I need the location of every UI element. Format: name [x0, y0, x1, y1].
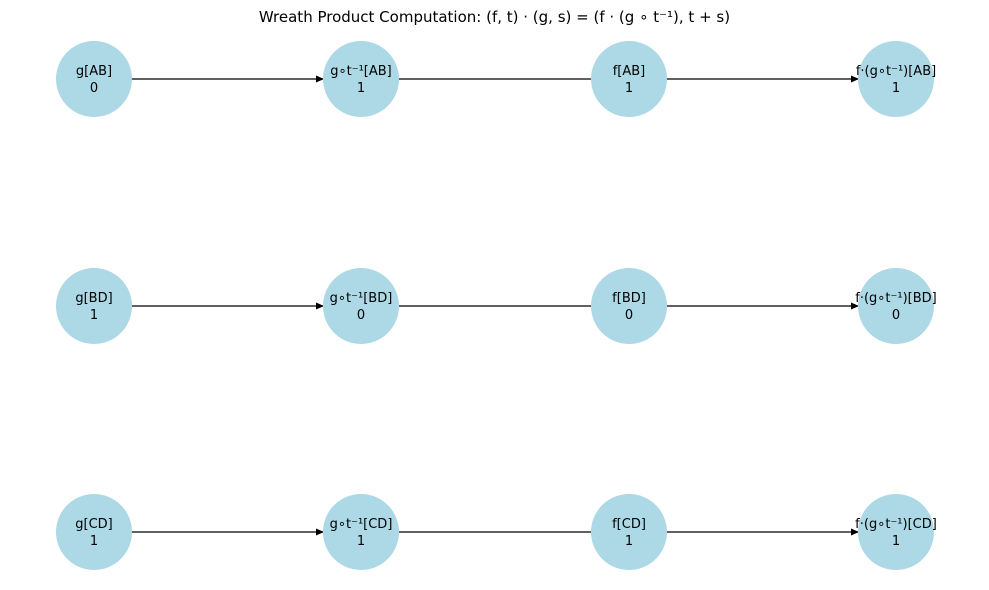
node-circle	[56, 41, 132, 117]
node-label: f[AB]	[613, 64, 646, 79]
node-label: f[BD]	[612, 291, 646, 306]
nodes-layer: g[AB]0g∘t⁻¹[AB]1f[AB]1f·(g∘t⁻¹)[AB]1g[BD…	[56, 41, 937, 570]
node-label: f·(g∘t⁻¹)[BD]	[855, 291, 937, 306]
node-label: g[AB]	[76, 64, 112, 79]
node-label: f[CD]	[612, 517, 646, 532]
node-value: 1	[90, 534, 98, 549]
node-label: g∘t⁻¹[BD]	[330, 291, 393, 306]
node-row2-col2: f[CD] 1	[591, 494, 667, 570]
node-circle	[323, 494, 399, 570]
node-value: 1	[892, 81, 900, 96]
node-row1-col3: f·(g∘t⁻¹)[BD] 0	[855, 268, 937, 344]
node-row0-col2: f[AB] 1	[591, 41, 667, 117]
node-circle	[323, 41, 399, 117]
node-label: g[CD]	[75, 517, 112, 532]
node-value: 0	[357, 308, 365, 323]
node-row0-col0: g[AB] 0	[56, 41, 132, 117]
node-circle	[323, 268, 399, 344]
node-row1-col2: f[BD] 0	[591, 268, 667, 344]
node-value: 1	[90, 308, 98, 323]
node-row1-col0: g[BD] 1	[56, 268, 132, 344]
node-circle	[591, 494, 667, 570]
edges-layer	[132, 75, 859, 536]
node-label: g∘t⁻¹[AB]	[330, 64, 392, 79]
node-circle	[858, 268, 934, 344]
node-value: 1	[357, 81, 365, 96]
node-circle	[56, 268, 132, 344]
node-label: g∘t⁻¹[CD]	[330, 517, 393, 532]
node-label: g[BD]	[75, 291, 112, 306]
diagram-title: Wreath Product Computation: (f, t) · (g,…	[258, 8, 731, 26]
node-row2-col3: f·(g∘t⁻¹)[CD] 1	[855, 494, 937, 570]
node-value: 1	[625, 534, 633, 549]
node-value: 1	[357, 534, 365, 549]
node-value: 0	[892, 308, 900, 323]
node-row0-col1: g∘t⁻¹[AB] 1	[323, 41, 399, 117]
node-label: f·(g∘t⁻¹)[CD]	[855, 517, 937, 532]
node-circle	[858, 41, 934, 117]
node-row0-col3: f·(g∘t⁻¹)[AB] 1	[856, 41, 936, 117]
node-row2-col0: g[CD] 1	[56, 494, 132, 570]
node-circle	[591, 268, 667, 344]
node-circle	[858, 494, 934, 570]
node-circle	[56, 494, 132, 570]
node-value: 0	[90, 81, 98, 96]
node-value: 0	[625, 308, 633, 323]
node-row2-col1: g∘t⁻¹[CD] 1	[323, 494, 399, 570]
node-value: 1	[892, 534, 900, 549]
node-label: f·(g∘t⁻¹)[AB]	[856, 64, 936, 79]
node-value: 1	[625, 81, 633, 96]
node-circle	[591, 41, 667, 117]
node-row1-col1: g∘t⁻¹[BD] 0	[323, 268, 399, 344]
